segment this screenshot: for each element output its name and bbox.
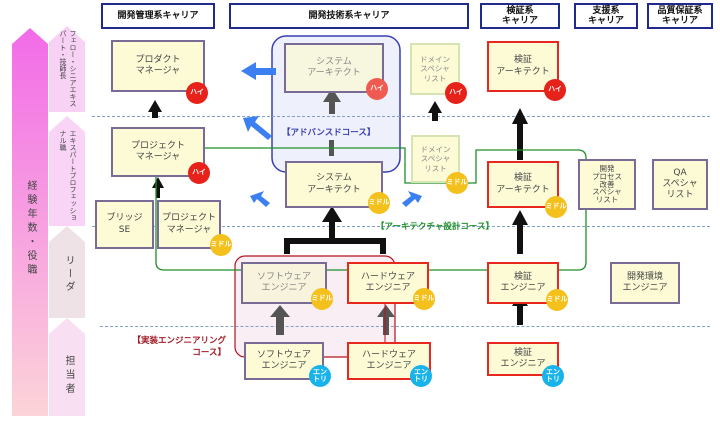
advanced-course-label: 【アドバンスドコース】: [282, 128, 376, 138]
role-verification-architect-mid[interactable]: 検証 アーキテクト: [487, 161, 559, 208]
level-band-staff: [49, 318, 85, 416]
experience-axis-arrow: [12, 28, 48, 416]
badge-high: ハイ: [186, 82, 208, 104]
header-verification-career: 検証系 キャリア: [480, 3, 560, 29]
badge-middle: ミドル: [545, 196, 567, 218]
badge-middle: ミドル: [210, 234, 232, 256]
role-bridge-se[interactable]: ブリッジ SE: [95, 200, 154, 249]
level-separator: [92, 116, 710, 117]
level-label-fellow: フェロー・シニアエキスパート・技師長: [59, 30, 77, 107]
level-separator: [100, 326, 710, 327]
badge-high: ハイ: [366, 78, 388, 100]
level-band-fellow: [49, 26, 85, 112]
badge-middle: ミドル: [413, 288, 435, 310]
role-dev-env-engineer[interactable]: 開発環境 エンジニア: [610, 262, 680, 304]
badge-middle: ミドル: [446, 172, 468, 194]
level-label-leader: リーダ: [63, 255, 74, 294]
role-verification-engineer-mid[interactable]: 検証 エンジニア: [487, 262, 559, 304]
badge-middle: ミドル: [546, 289, 568, 311]
level-label-expert: エキスパートプロフェッショナル職: [59, 130, 77, 221]
axis-main-label: 経験年数・役職: [25, 180, 36, 278]
badge-entry: エン トリ: [542, 365, 564, 387]
implementation-course-label: 【実装エンジニアリング コース】: [132, 336, 226, 358]
level-label-staff: 担当者: [63, 355, 74, 397]
role-qa-specialist[interactable]: QA スペシャ リスト: [652, 159, 708, 210]
badge-high: ハイ: [544, 79, 566, 101]
badge-middle: ミドル: [311, 288, 333, 310]
header-qa-career: 品質保証系 キャリア: [647, 3, 713, 29]
badge-entry: エン トリ: [309, 365, 331, 387]
header-technical-career: 開発技術系キャリア: [229, 3, 469, 29]
level-band-leader: [49, 226, 85, 318]
level-band-expert: [49, 116, 85, 226]
badge-high: ハイ: [445, 82, 467, 104]
role-domain-specialist-mid[interactable]: ドメイン スペシャ リスト: [411, 135, 460, 183]
badge-high: ハイ: [188, 162, 210, 184]
role-process-improvement-specialist[interactable]: 開発 プロセス 改善 スペシャ リスト: [578, 159, 636, 210]
header-support-career: 支援系 キャリア: [574, 3, 638, 29]
role-system-architect-mid[interactable]: システム アーキテクト: [285, 161, 383, 208]
header-management-career: 開発管理系キャリア: [101, 3, 215, 29]
badge-middle: ミドル: [368, 192, 390, 214]
architecture-course-label: 【アーキテクチャ設計コース】: [376, 222, 494, 232]
badge-entry: エン トリ: [410, 365, 432, 387]
